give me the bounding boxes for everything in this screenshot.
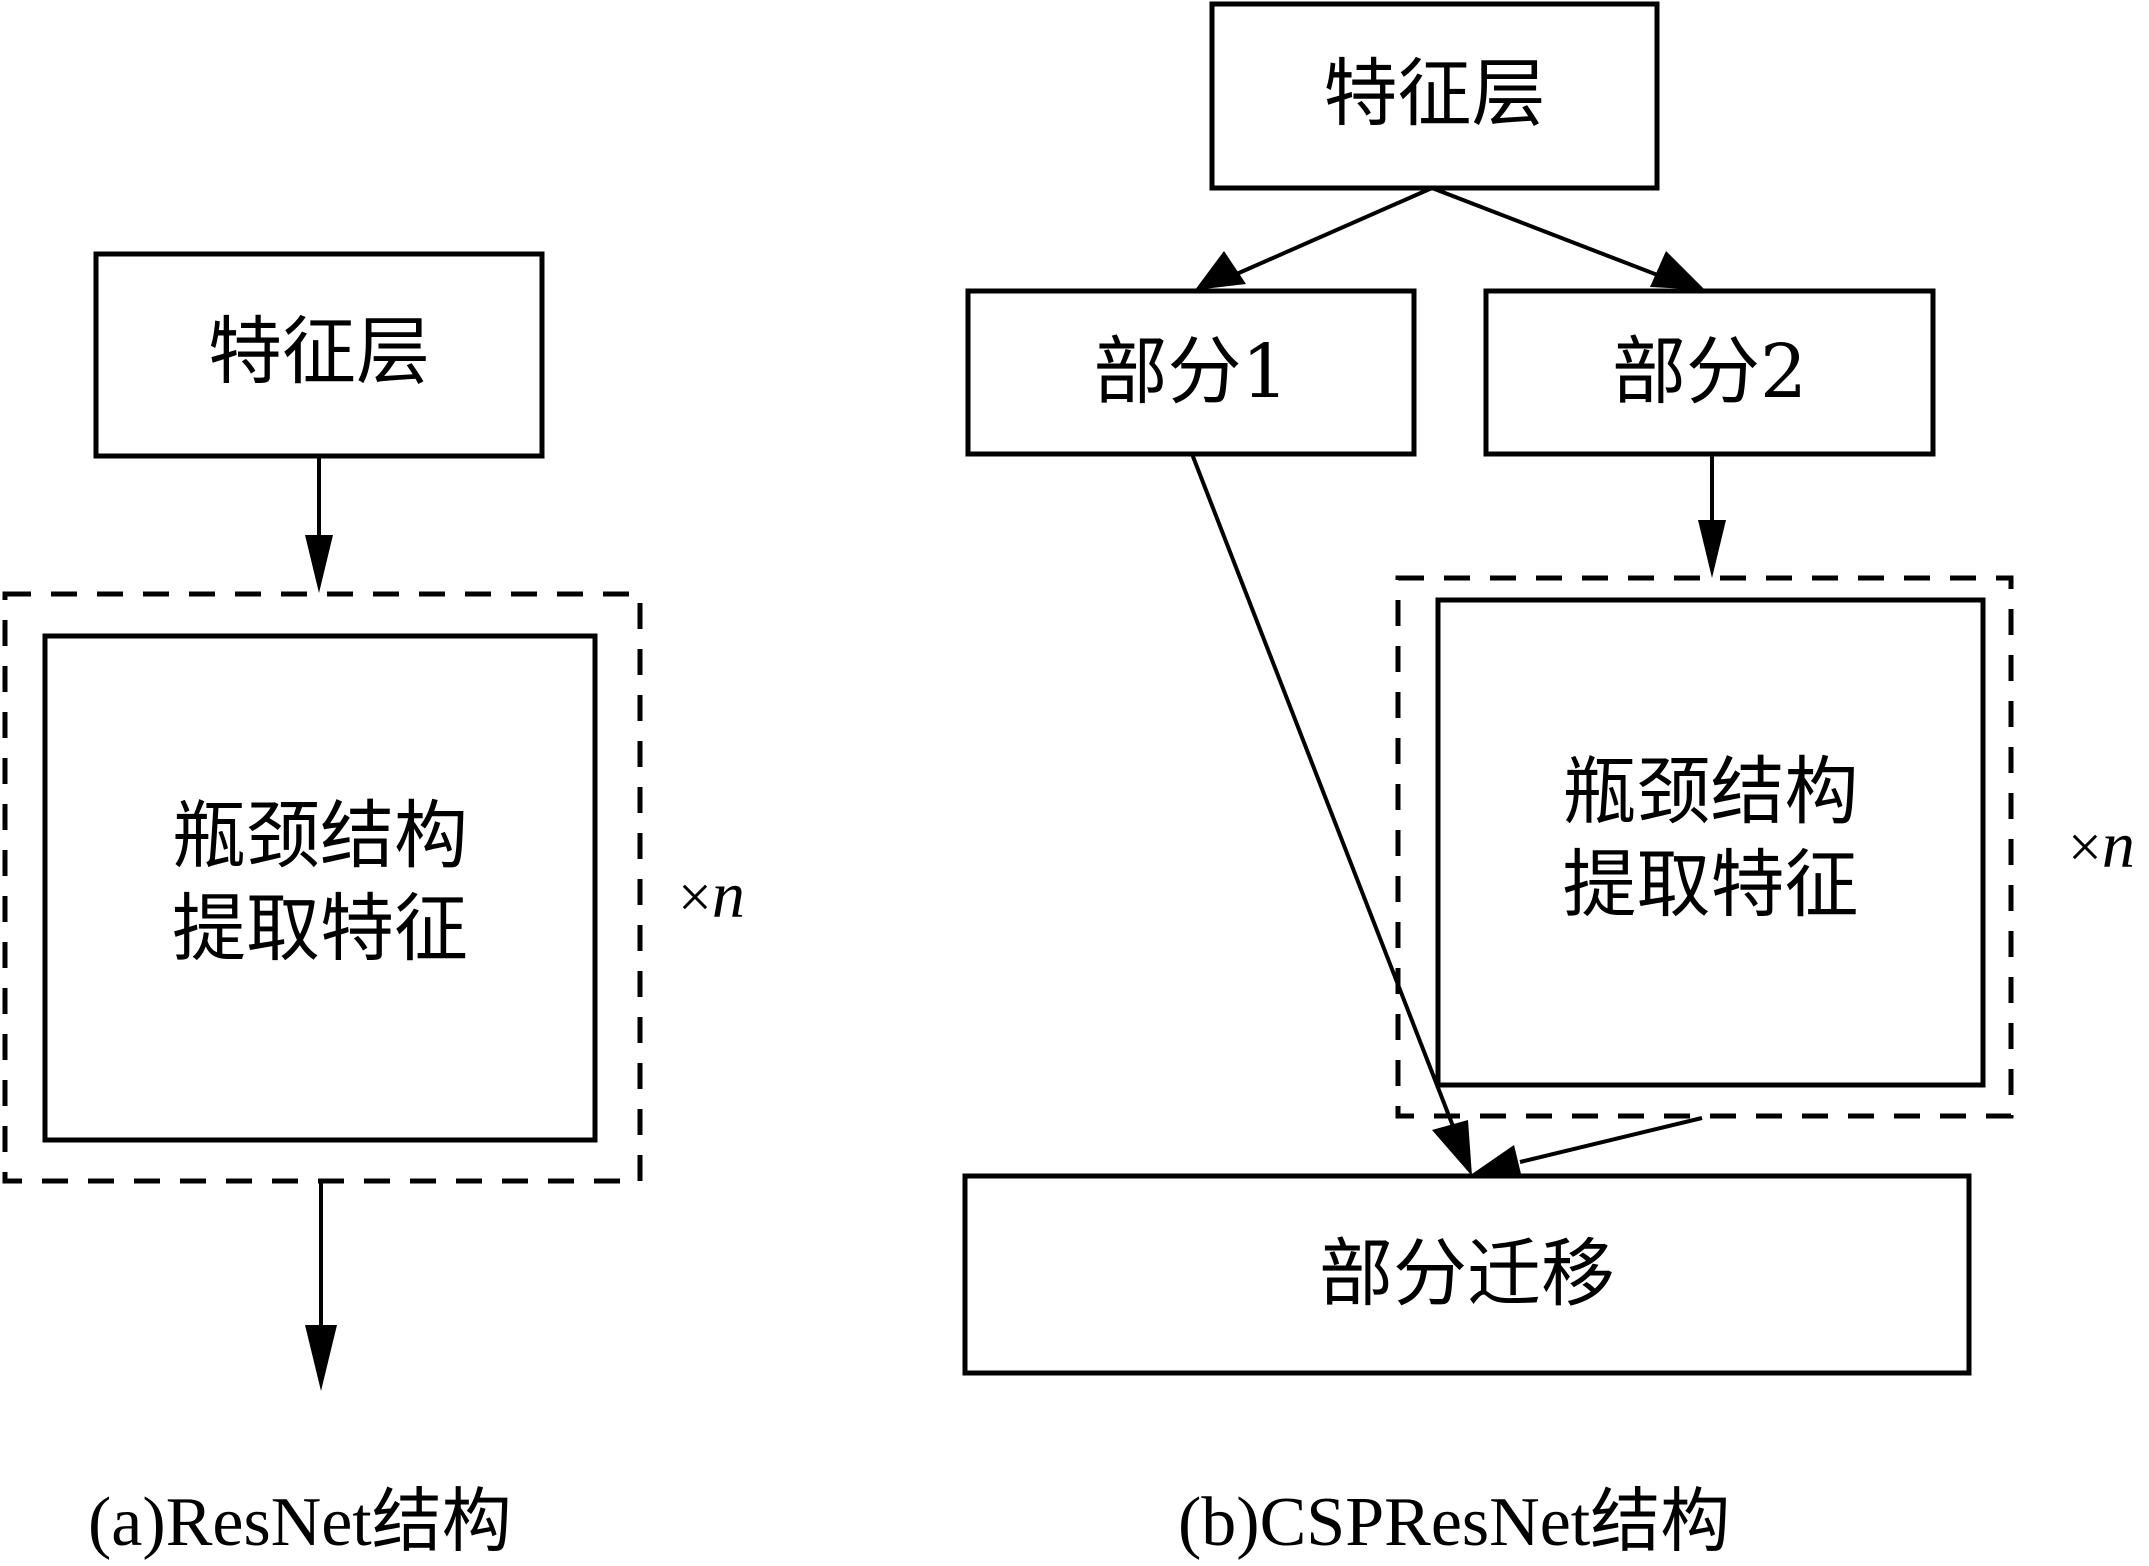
b-partial-transition-label: 部分迁移 [1319, 1231, 1615, 1317]
b-arrow-block-merge-head [1472, 1145, 1522, 1178]
b-arrow-split2-head [1650, 251, 1705, 290]
b-part2-label: 部分2 [1611, 329, 1808, 415]
b-repeat-var: n [2101, 809, 2135, 882]
b-part1-label: 部分1 [1093, 329, 1289, 415]
b-bottleneck-label: 瓶颈结构 提取特征 [1562, 749, 1859, 928]
b-part1-box [965, 288, 1417, 457]
b-partial-transition-box [962, 1173, 1972, 1376]
a-bottleneck-label: 瓶颈结构 提取特征 [172, 793, 468, 972]
b-arrow-part1-bypass-head [1432, 1120, 1472, 1176]
a-repeat-symbol: × [678, 864, 712, 930]
b-part2-box [1483, 288, 1936, 457]
a-feature-layer-label: 特征层 [208, 309, 430, 395]
b-arrow-split2-line [1431, 186, 1661, 278]
a-bottleneck-box [42, 633, 598, 1143]
a-arrow-input-head [305, 535, 333, 593]
a-caption: (a)ResNet结构 [88, 1484, 512, 1561]
b-arrow-block-merge-line [1519, 1116, 1703, 1164]
b-repeat-dashed-frame [1395, 575, 2014, 1119]
b-repeat-symbol: × [2068, 814, 2102, 880]
a-repeat-label: ×n [678, 858, 745, 934]
b-arrow-split1-head [1195, 251, 1246, 290]
b-arrow-part2-head [1698, 520, 1726, 578]
a-arrow-output-head [305, 1325, 337, 1391]
b-bottleneck-box [1435, 597, 1986, 1088]
b-feature-layer-label: 特征层 [1323, 51, 1546, 137]
a-repeat-var: n [711, 859, 745, 932]
b-arrow-split1-line [1231, 186, 1433, 278]
b-repeat-label: ×n [2068, 808, 2135, 884]
a-feature-layer-box [93, 251, 545, 459]
b-caption: (b)CSPResNet结构 [1178, 1484, 1731, 1561]
b-arrow-part1-bypass-line [1190, 453, 1458, 1135]
